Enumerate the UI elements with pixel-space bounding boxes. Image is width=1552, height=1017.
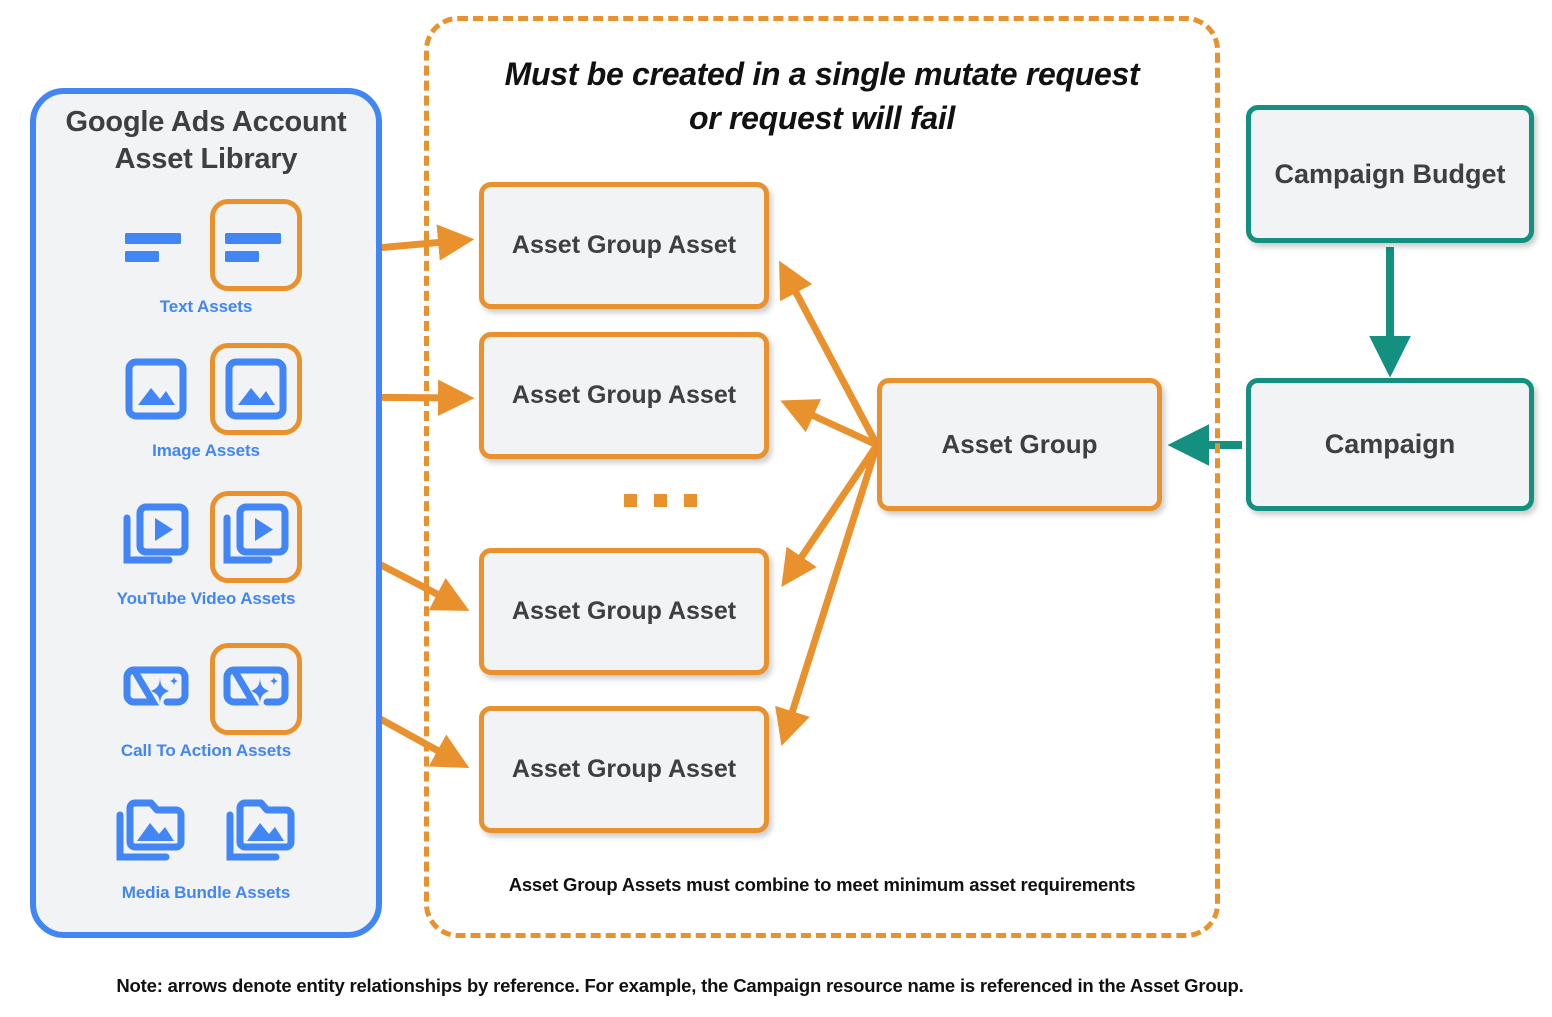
text-asset-icon-selected[interactable] <box>210 199 302 291</box>
asset-label-cta: Call To Action Assets <box>120 741 292 760</box>
asset-row-media-bundle[interactable]: Media Bundle Assets <box>30 782 382 903</box>
asset-group-asset-node-3[interactable]: Asset Group Asset <box>479 548 769 675</box>
image-asset-icon <box>110 343 202 435</box>
ellipsis-indicator <box>624 494 697 507</box>
asset-icons-image <box>30 340 382 438</box>
asset-library-title-line2: Asset Library <box>114 143 298 176</box>
footer-note: Note: arrows denote entity relationships… <box>116 975 1244 996</box>
mutate-request-container <box>424 16 1220 938</box>
campaign-budget-label: Campaign Budget <box>1274 158 1506 189</box>
asset-row-cta[interactable]: Call To Action Assets <box>30 640 382 761</box>
asset-label-video: YouTube Video Assets <box>116 589 296 608</box>
ellipsis-dot-2 <box>654 494 667 507</box>
youtube-video-asset-icon <box>110 491 202 583</box>
text-asset-icon <box>110 199 202 291</box>
asset-group-asset-node-2[interactable]: Asset Group Asset <box>479 332 769 459</box>
asset-group-node[interactable]: Asset Group <box>877 378 1162 511</box>
asset-row-text[interactable]: Text Assets <box>30 196 382 317</box>
asset-group-asset-label-4: Asset Group Asset <box>511 755 737 784</box>
asset-label-image: Image Assets <box>152 441 260 460</box>
asset-group-asset-label-2: Asset Group Asset <box>511 381 737 410</box>
image-asset-icon-selected[interactable] <box>210 343 302 435</box>
campaign-label: Campaign <box>1324 429 1456 460</box>
asset-library-panel <box>30 88 382 938</box>
asset-icons-text <box>30 196 382 294</box>
asset-group-asset-node-1[interactable]: Asset Group Asset <box>479 182 769 309</box>
media-bundle-asset-icon-2 <box>215 785 307 877</box>
asset-group-label: Asset Group <box>941 428 1098 459</box>
campaign-node[interactable]: Campaign <box>1246 378 1534 511</box>
campaign-budget-node[interactable]: Campaign Budget <box>1246 105 1534 243</box>
asset-icons-media-bundle <box>30 782 382 880</box>
asset-library-title-line1: Google Ads Account <box>65 106 347 138</box>
mutate-request-title: Must be created in a single mutate reque… <box>444 52 1200 140</box>
asset-library-title: Google Ads Account Asset Library <box>30 104 382 178</box>
asset-group-asset-label-3: Asset Group Asset <box>511 597 737 626</box>
ellipsis-dot-1 <box>624 494 637 507</box>
call-to-action-asset-icon <box>110 643 202 735</box>
mutate-footnote: Asset Group Assets must combine to meet … <box>508 874 1136 895</box>
mutate-title-line2: or request will fail <box>688 100 956 137</box>
call-to-action-asset-icon-selected[interactable] <box>210 643 302 735</box>
asset-group-asset-label-1: Asset Group Asset <box>511 231 737 260</box>
mutate-title-line1: Must be created in a single mutate reque… <box>504 56 1140 92</box>
asset-group-asset-node-4[interactable]: Asset Group Asset <box>479 706 769 833</box>
media-bundle-asset-icon <box>105 785 197 877</box>
asset-icons-video <box>30 488 382 586</box>
asset-label-media-bundle: Media Bundle Assets <box>121 883 291 902</box>
asset-label-text: Text Assets <box>159 297 253 316</box>
asset-row-video[interactable]: YouTube Video Assets <box>30 488 382 609</box>
asset-row-image[interactable]: Image Assets <box>30 340 382 461</box>
ellipsis-dot-3 <box>684 494 697 507</box>
youtube-video-asset-icon-selected[interactable] <box>210 491 302 583</box>
asset-icons-cta <box>30 640 382 738</box>
